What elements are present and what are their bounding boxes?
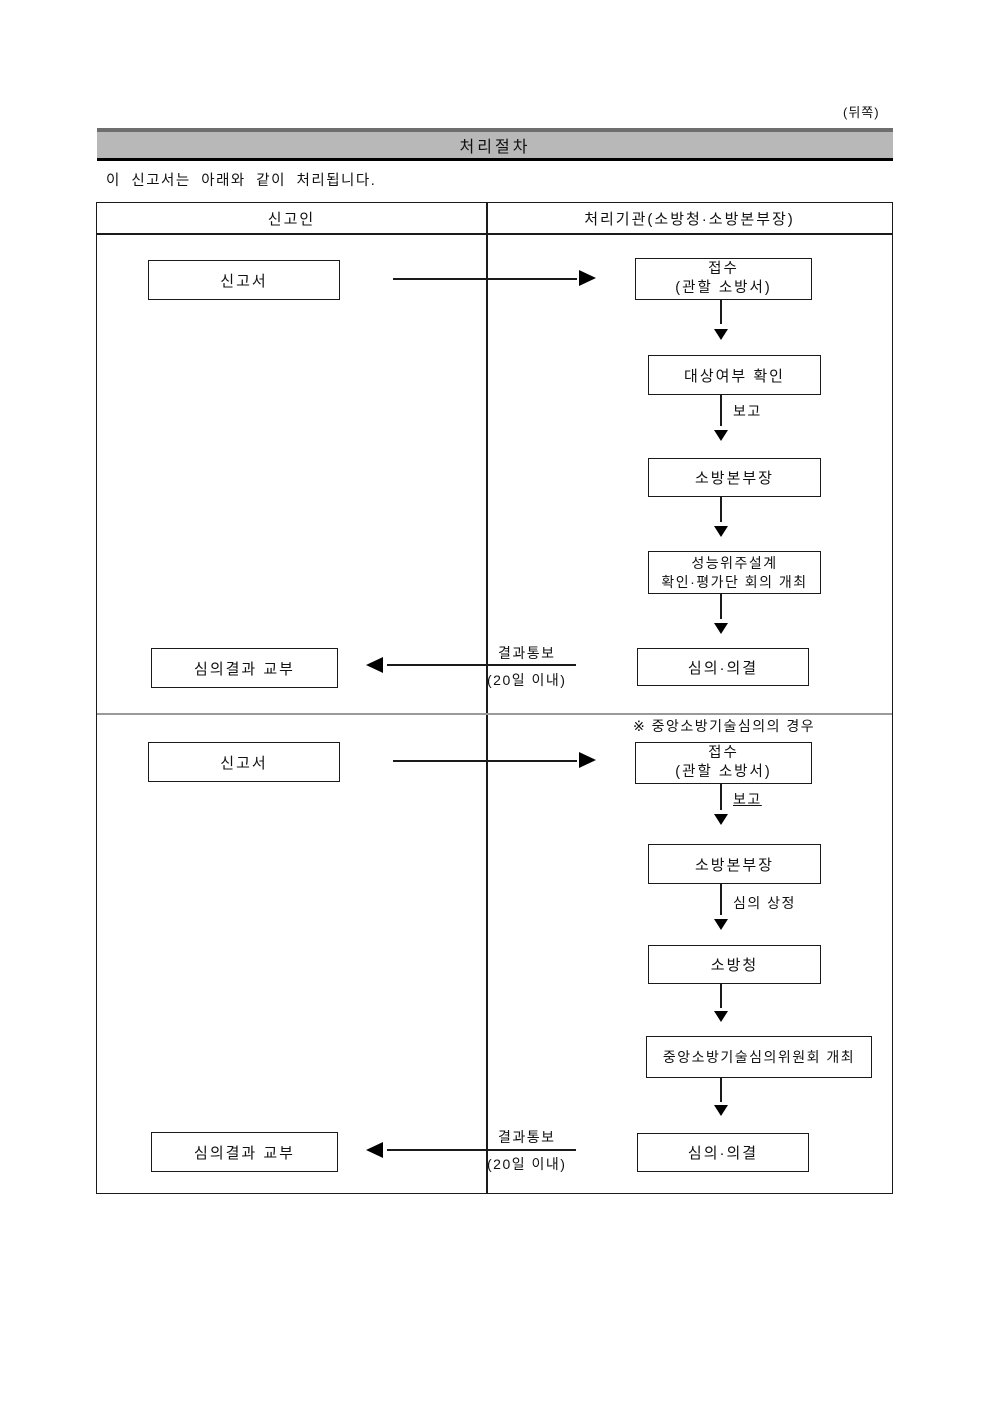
flow2-within-20days-label: (20일 이내) (487, 1156, 567, 1172)
arrow-down-icon (714, 623, 728, 634)
arrow-left-icon (366, 1142, 383, 1158)
arrow-down-icon (714, 1105, 728, 1116)
flow1-arrow-line (393, 278, 577, 280)
flow1-result-notice-label: 결과통보 (498, 645, 556, 661)
header-border (97, 233, 892, 235)
connector-line (720, 497, 722, 522)
row-divider (97, 713, 892, 715)
connector-line (720, 1078, 722, 1102)
box-label-line1: 접수 (708, 261, 739, 278)
arrow-down-icon (714, 526, 728, 537)
flow1-target-check-box: 대상여부 확인 (648, 355, 821, 395)
box-label: 중앙소방기술심의위원회 개최 (662, 1049, 856, 1065)
flow1-within-20days-label: (20일 이내) (487, 672, 567, 688)
box-label-line2: (관할 소방서) (675, 280, 772, 296)
arrow-down-icon (714, 329, 728, 340)
box-label: 심의결과 교부 (194, 660, 295, 678)
arrow-down-icon (714, 1011, 728, 1022)
flow1-fire-hq-chief-box: 소방본부장 (648, 458, 821, 497)
flow2-result-issue-box: 심의결과 교부 (151, 1132, 338, 1172)
box-label-line2: (관할 소방서) (675, 764, 772, 780)
box-label: 심의결과 교부 (194, 1144, 295, 1162)
box-label: 대상여부 확인 (684, 367, 785, 385)
arrow-right-icon (579, 270, 596, 286)
box-label: 소방본부장 (694, 470, 774, 487)
flow2-central-note: ※ 중앙소방기술심의의 경우 (633, 718, 816, 734)
flow2-report-form-box: 신고서 (148, 742, 340, 782)
section-title: 처리절차 (459, 139, 531, 156)
flow2-receipt-box: 접수 (관할 소방서) (635, 742, 812, 784)
connector-line (720, 784, 722, 810)
flow2-fire-agency-box: 소방청 (648, 945, 821, 984)
arrow-down-icon (714, 919, 728, 930)
flow1-result-arrow-line (387, 664, 576, 666)
arrow-right-icon (579, 752, 596, 768)
flow1-deliberation-box: 심의·의결 (637, 648, 809, 686)
process-table: 신고인 처리기관(소방청·소방본부장) (96, 202, 893, 1194)
arrow-down-icon (714, 814, 728, 825)
arrow-down-icon (714, 430, 728, 441)
back-side-label: (뒤쪽) (843, 105, 880, 120)
box-label: 소방청 (710, 957, 759, 974)
arrow-left-icon (366, 657, 383, 673)
flow2-result-arrow-line (387, 1149, 576, 1151)
column-header-agency: 처리기관(소방청·소방본부장) (584, 210, 795, 228)
flow2-report-label: 보고 (733, 791, 762, 807)
connector-line (720, 884, 722, 915)
flow2-arrow-line (393, 760, 577, 762)
flow2-deliberation-box: 심의·의결 (637, 1133, 809, 1172)
box-label-line2: 확인·평가단 회의 개최 (661, 573, 808, 590)
box-label: 심의·의결 (687, 659, 759, 677)
box-label-line1: 접수 (708, 745, 739, 762)
flow2-fire-hq-chief-box: 소방본부장 (648, 844, 821, 884)
flow2-deliberation-submit-label: 심의 상정 (733, 895, 796, 911)
flow1-result-issue-box: 심의결과 교부 (151, 648, 338, 688)
box-label: 신고서 (220, 754, 268, 772)
connector-line (720, 984, 722, 1008)
connector-line (720, 594, 722, 619)
box-label: 심의·의결 (687, 1145, 759, 1162)
box-label: 소방본부장 (694, 856, 774, 874)
flow1-receipt-box: 접수 (관할 소방서) (635, 258, 812, 300)
connector-line (720, 395, 722, 426)
box-label-line1: 성능위주설계 (691, 555, 778, 572)
flow1-report-form-box: 신고서 (148, 260, 340, 300)
column-divider (486, 203, 488, 1193)
section-title-bar: 처리절차 (97, 128, 893, 161)
connector-line (720, 300, 722, 324)
flow2-result-notice-label: 결과통보 (498, 1129, 556, 1145)
box-label: 신고서 (220, 272, 268, 290)
intro-text: 이 신고서는 아래와 같이 처리됩니다. (106, 173, 377, 189)
flow1-report-label: 보고 (733, 403, 762, 419)
flow1-pbd-evaluation-box: 성능위주설계 확인·평가단 회의 개최 (648, 551, 821, 594)
flow2-central-committee-box: 중앙소방기술심의위원회 개최 (646, 1036, 872, 1078)
column-header-reporter: 신고인 (267, 210, 316, 228)
